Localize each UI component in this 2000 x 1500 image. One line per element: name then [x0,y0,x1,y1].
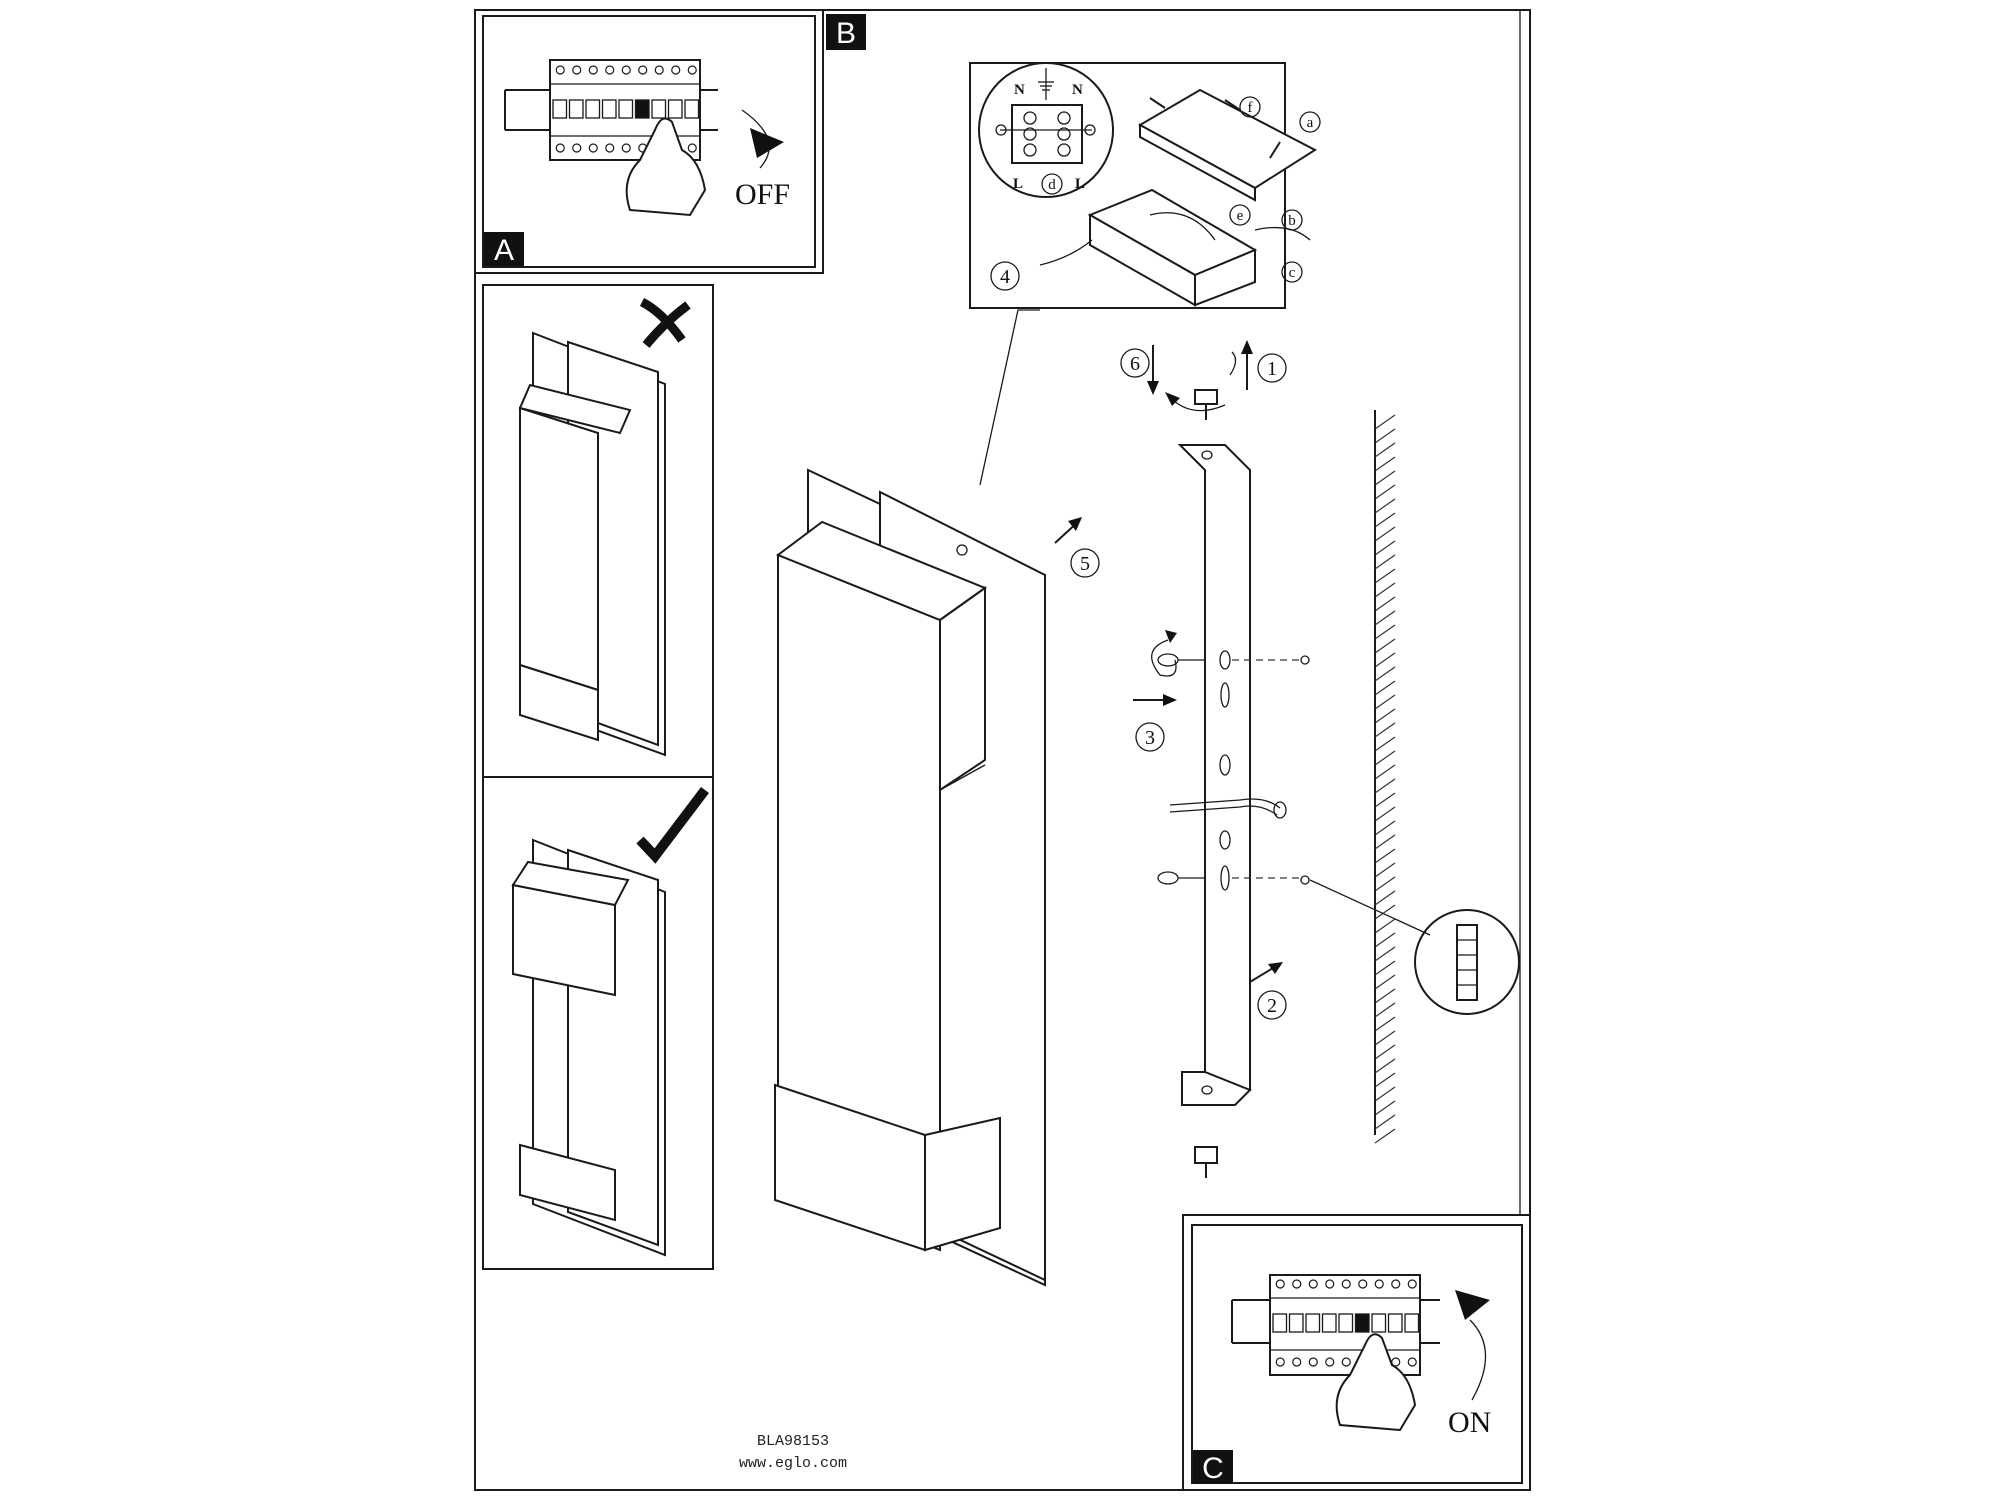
terminal-n-right: N [1072,82,1083,98]
breaker-switch [1404,1313,1420,1333]
step-6-label: 6 [1130,353,1140,375]
breaker-panel [1231,1274,1440,1376]
orientation-right-panel [482,776,714,1270]
label-c: c [1289,265,1296,281]
lamp-upside-down [518,331,666,757]
step-4-label: 4 [1000,266,1010,288]
junction-box [1039,88,1318,307]
step-1-label: 1 [1267,358,1277,380]
breaker-switch [601,99,617,119]
main-frame [474,9,1531,1491]
breaker-switch [568,99,584,119]
panel-c-badge [1193,1450,1233,1484]
step-arrows [1054,340,1283,986]
orientation-wrong-panel [482,284,714,778]
panel-c-letter: C [1202,1452,1224,1485]
step-labels: 1 2 3 5 6 [1070,348,1287,1020]
terminal-n-left: N [1014,82,1025,98]
breaker-panel [504,59,718,161]
callout-pointer [979,309,1040,486]
panel-a-letter: A [494,234,514,267]
check-icon [636,786,709,864]
hand-icon [625,117,707,217]
panel-b-badge [826,14,866,50]
breaker-switch [1371,1313,1387,1333]
panel-a-badge [484,232,524,266]
step-5-label: 5 [1080,553,1090,575]
cross-icon [639,297,691,348]
mounting-bracket [1177,444,1252,1106]
breaker-switch [1338,1313,1354,1333]
wiring-detail: N N L d L a b c e [969,62,1321,309]
wall [1374,410,1396,1144]
breaker-switch [1387,1313,1403,1333]
breaker-switch [585,99,601,119]
breaker-switch [1354,1313,1370,1333]
terminal-l-right: L [1075,176,1085,192]
main-luminaire [774,468,1046,1287]
website: www.eglo.com [739,1455,847,1472]
breaker-switch [684,99,700,119]
wall-screws [1157,653,1310,885]
panel-a-switch-off: OFF A [474,9,824,274]
wiring-letter-labels: a b c e f [1229,96,1321,283]
panel-b-letter: B [836,17,856,50]
label-f: f [1248,100,1253,116]
label-d: d [1048,177,1056,193]
hand-icon [1335,1333,1417,1432]
step-3-label: 3 [1145,727,1155,749]
label-b: b [1288,213,1296,229]
model-number: BLA98153 [757,1433,829,1450]
breaker-switch [667,99,683,119]
power-cable [1169,798,1287,819]
label-a: a [1307,115,1314,131]
breaker-switch [651,99,667,119]
breaker-switch [618,99,634,119]
breaker-switch [1321,1313,1337,1333]
on-label: ON [1448,1406,1491,1439]
label-e: e [1237,208,1244,224]
breaker-switch [1272,1313,1288,1333]
off-arrowhead-icon [750,128,784,158]
step-2-label: 2 [1267,995,1277,1017]
on-arrow-icon [1469,1319,1487,1401]
wall-plug-detail [1309,879,1520,1015]
breaker-switch [634,99,650,119]
breaker-switch [1305,1313,1321,1333]
terminal-block-circle [978,62,1114,198]
breaker-switch [552,99,568,119]
off-label: OFF [735,178,790,211]
panel-c-switch-on: ON C [1182,1214,1531,1491]
lamp-correct [511,838,666,1257]
on-arrowhead-icon [1455,1290,1490,1320]
terminal-l-left: L [1013,176,1023,192]
breaker-switch [1288,1313,1304,1333]
screw-icon [1194,389,1218,1178]
